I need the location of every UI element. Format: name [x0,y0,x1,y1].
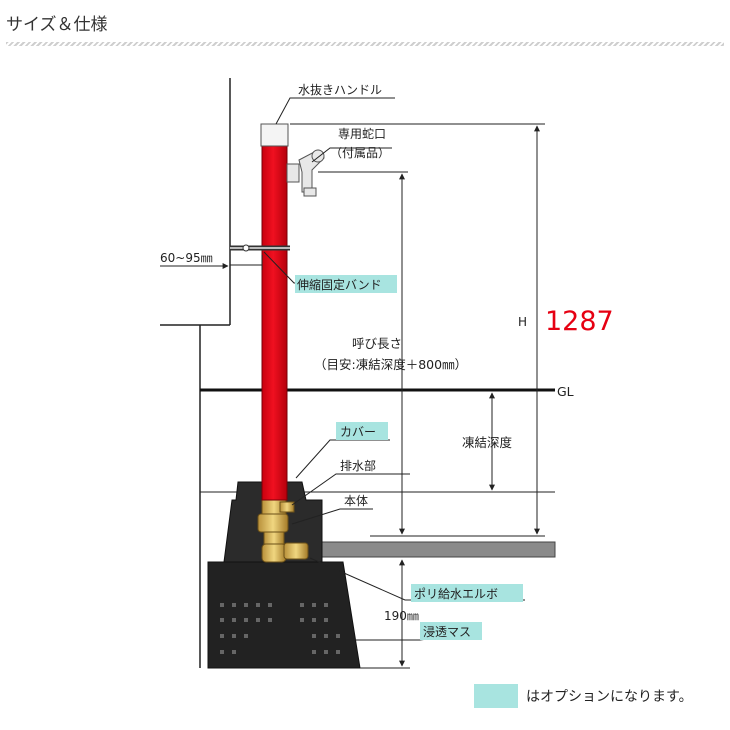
drain-handle-cap [260,123,289,147]
option-legend-text: はオプションになります。 [526,689,693,705]
label-cover: カバー [340,425,376,439]
supply-pipe [299,541,556,558]
height-value: 1287 [545,306,614,337]
label-length-line1: 呼び長さ [352,336,402,351]
label-ground-level: GL [557,384,574,399]
length-dimension [318,171,408,535]
brass-fittings [257,499,309,563]
label-elbow: ポリ給水エルボ [414,587,498,601]
depth-190-dimension [360,559,410,669]
label-length-line2: （目安:凍結深度＋800㎜） [314,357,467,372]
label-depth-190: 190㎜ [384,609,419,623]
title-divider [6,42,724,46]
page-title: サイズ＆仕様 [6,15,108,35]
infiltration-basin [207,561,361,669]
option-legend-swatch [474,684,518,708]
option-highlights [295,275,523,640]
mounting-band [230,244,290,252]
label-distance: 60~95㎜ [160,251,213,265]
label-faucet-line1: 専用蛇口 [338,126,386,141]
faucet [286,149,325,197]
label-body: 本体 [344,494,368,508]
red-standpipe [261,145,288,501]
label-basin: 浸透マス [423,625,471,639]
option-legend: はオプションになります。 [474,684,693,708]
label-frost-depth: 凍結深度 [462,435,513,450]
label-drain-part: 排水部 [340,458,376,473]
wall-outline [160,78,231,668]
label-drain-handle: 水抜きハンドル [298,83,382,97]
distance-dimension [160,255,263,270]
label-faucet-line2: （付属品） [330,146,390,160]
label-h-marker: H [518,315,527,329]
height-dimension [290,123,545,537]
label-band: 伸縮固定バンド [297,277,382,292]
